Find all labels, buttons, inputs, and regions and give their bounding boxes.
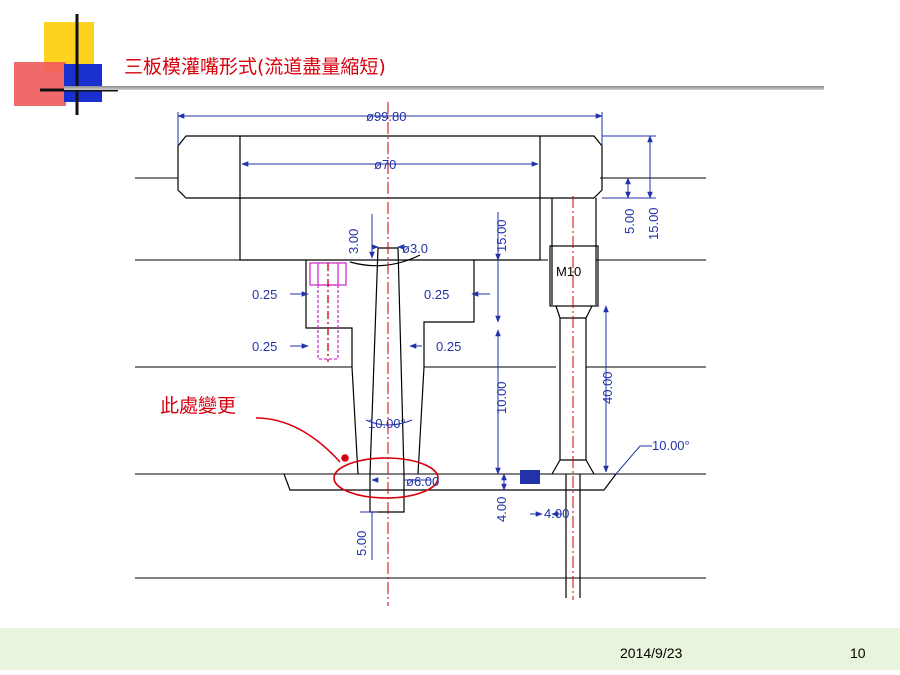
title-underline — [64, 86, 824, 90]
dim-angle-center: 10.00° — [368, 416, 406, 431]
dim-height-15-center: 15.00 — [494, 219, 509, 252]
dim-gap-left-top: 0.25 — [252, 287, 277, 302]
centerlines — [387, 102, 574, 606]
footer-page-number: 10 — [850, 645, 866, 661]
dim-height-40: 40.00 — [600, 371, 615, 404]
slide-logo-decoration — [14, 14, 118, 115]
dim-height-5-bottom: 5.00 — [354, 531, 369, 556]
thread-label: M10 — [556, 264, 581, 279]
dim-height-5-right: 5.00 — [622, 209, 637, 234]
dim-height-10: 10.00 — [494, 381, 509, 414]
slide-title: 三板模灌嘴形式(流道盡量縮短) — [124, 56, 386, 78]
dim-sprue-diameter: ø3.0 — [402, 241, 428, 256]
dim-horizontal-4: 4.00 — [544, 506, 569, 521]
dim-recess-diameter: ø70 — [374, 157, 396, 172]
dim-height-15-right: 15.00 — [646, 207, 661, 240]
pull-rod — [549, 198, 599, 598]
dim-ring-diameter: ø99.80 — [366, 109, 406, 124]
footer-date: 2014/9/23 — [620, 645, 683, 661]
change-callout-marker — [255, 417, 439, 499]
dim-depth-3: 3.00 — [346, 229, 361, 254]
dim-angle-right: 10.00° — [652, 438, 690, 453]
dim-gap-right-bottom: 0.25 — [436, 339, 461, 354]
dim-gap-left-bottom: 0.25 — [252, 339, 277, 354]
sprue-bushing-drawing: ø99.80 ø70 ø3.0 ø6.00 10.00° 10.00° 0.25… — [135, 102, 706, 606]
change-callout-label: 此處變更 — [160, 395, 236, 417]
hatched-block — [520, 470, 540, 484]
dim-height-4: 4.00 — [494, 497, 509, 522]
plate-lines — [135, 177, 706, 579]
locating-ring — [177, 135, 603, 199]
dimension-lines — [177, 112, 656, 560]
footer-bar — [0, 628, 900, 670]
dim-outlet-diameter: ø6.00 — [406, 474, 439, 489]
dim-gap-right-top: 0.25 — [424, 287, 449, 302]
socket-screw — [309, 262, 347, 362]
